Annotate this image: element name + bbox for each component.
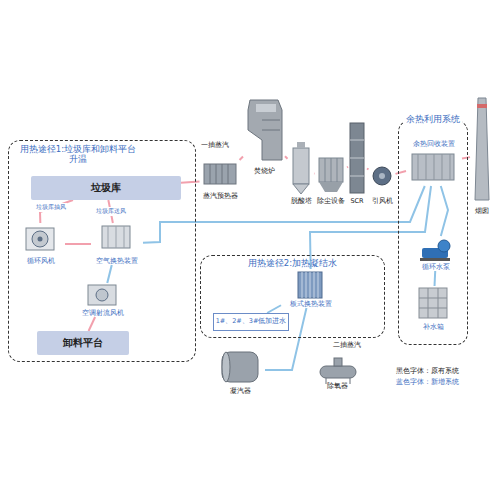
- heat-recovery-icon: [412, 154, 454, 180]
- equipment-node: 焚烧炉: [243, 95, 285, 175]
- equipment-node: 除尘设备: [314, 145, 348, 205]
- node-label: 1#、2#、3#低加进水: [216, 318, 287, 325]
- equipment-node: 蒸汽预热器: [200, 160, 241, 200]
- gas-duct: [367, 168, 369, 171]
- gas-duct: [285, 156, 288, 159]
- dust-collector-icon: [319, 158, 343, 192]
- equipment-node: 补水箱: [411, 286, 456, 331]
- legend-entry: 黑色字体：原有系统: [396, 366, 459, 376]
- node-label: SCR: [350, 198, 363, 205]
- node-label: 除氧器: [327, 383, 348, 390]
- preheater-icon: [204, 164, 236, 184]
- node-label: 脱酸塔: [291, 198, 312, 205]
- node-label: 空调射流风机: [82, 310, 124, 317]
- steam-label: 二抽蒸汽: [332, 341, 362, 350]
- gas-duct: [181, 181, 200, 182]
- node-label: 循环水泵: [422, 264, 450, 271]
- edge-label: 垃圾库送风: [95, 207, 127, 216]
- equipment-node: 除氧器: [315, 352, 360, 390]
- gas-duct: [240, 156, 243, 160]
- region-heading: 用热途径2:加热凝结水: [201, 259, 384, 269]
- water-pipe: [107, 265, 112, 283]
- node-label: 焚烧炉: [254, 168, 275, 175]
- jet-fan-icon: [88, 285, 116, 305]
- legend-entry: 蓝色字体：新增系统: [396, 377, 459, 387]
- node-label: 板式换热装置: [290, 301, 332, 308]
- circulation-fan-icon: [26, 228, 54, 250]
- node-label: 烟囱: [475, 208, 489, 215]
- node-label: 余热回收装置: [413, 141, 455, 148]
- deacid-tower-icon: [293, 142, 309, 194]
- region-box: 余热利用系统余热回收装置循环水泵补水箱: [398, 120, 468, 345]
- legend-text: 黑色字体：原有系统: [396, 367, 459, 375]
- region-heading: 用热途径1:垃圾库和卸料平台升温: [17, 145, 139, 165]
- node-label: 引风机: [372, 198, 393, 205]
- equipment-node: 循环风机: [17, 223, 65, 265]
- equipment-node: 脱酸塔: [288, 140, 315, 205]
- water-pipe: [434, 271, 437, 286]
- tank-icon: [419, 288, 447, 318]
- gas-duct: [89, 317, 96, 331]
- scr-icon: [350, 123, 364, 193]
- region-heading: 余热利用系统: [404, 115, 462, 125]
- plate-exchanger-icon: [298, 272, 322, 298]
- node-label: 卸料平台: [63, 337, 103, 349]
- node-label: 蒸汽预热器: [203, 193, 238, 200]
- node-label: 循环风机: [27, 258, 55, 265]
- area-box: 卸料平台: [37, 331, 129, 355]
- water-pipe: [267, 305, 281, 313]
- equipment-node: 凝汽器: [215, 345, 265, 395]
- steam-label: 一抽蒸汽: [200, 141, 230, 150]
- water-pipe: [441, 186, 448, 236]
- air-exchanger-icon: [102, 226, 130, 248]
- legend-text: 蓝色字体：新增系统: [396, 378, 459, 386]
- equipment-node: 烟囱: [470, 95, 494, 215]
- induced-fan-icon: [373, 167, 391, 185]
- region-box: 用热途径2:加热凝结水板式换热装置 1#、2#、3#低加进水: [200, 255, 385, 338]
- node-label: 垃圾库: [91, 182, 121, 194]
- equipment-node: 空气换热装置: [91, 223, 143, 265]
- water-pipe: [143, 186, 425, 243]
- deaerator-icon: [320, 358, 356, 384]
- equipment-node: SCR: [347, 120, 367, 205]
- node-label: 除尘设备: [317, 198, 345, 205]
- process-box: 1#、2#、3#低加进水: [213, 313, 290, 331]
- equipment-node: 板式换热装置: [281, 269, 341, 308]
- gas-duct: [65, 243, 91, 245]
- pump-icon: [420, 240, 450, 261]
- node-label: 补水箱: [423, 324, 444, 331]
- equipment-node: 余热回收装置: [406, 141, 462, 186]
- gas-duct: [462, 157, 470, 158]
- node-label: 空气换热装置: [96, 258, 138, 265]
- region-box: 用热途径1:垃圾库和卸料平台升温垃圾库循环风机 空气换热装置空调射流风机卸料平台: [8, 140, 196, 362]
- incinerator-icon: [248, 100, 282, 160]
- node-label: 凝汽器: [230, 388, 251, 395]
- equipment-node: 引风机: [369, 150, 396, 205]
- edge-label: 垃圾库抽风: [35, 203, 67, 212]
- water-pipe: [310, 186, 431, 269]
- gas-duct: [313, 173, 316, 175]
- gas-duct: [347, 166, 348, 168]
- equipment-node: 空调射流风机: [71, 283, 135, 317]
- chimney-icon: [475, 98, 489, 200]
- area-box: 垃圾库: [31, 176, 181, 200]
- equipment-node: 循环水泵: [416, 236, 456, 271]
- condenser-icon: [222, 352, 258, 382]
